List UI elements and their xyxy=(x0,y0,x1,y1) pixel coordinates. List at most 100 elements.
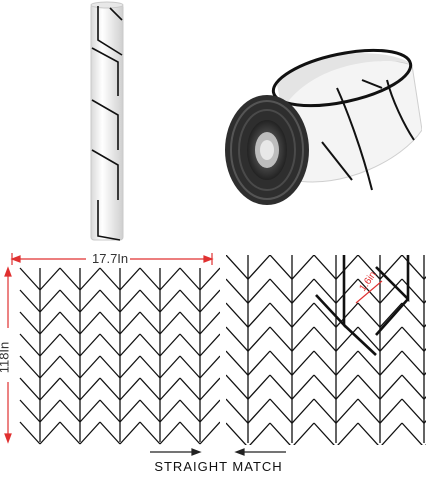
pattern-branch xyxy=(335,302,359,328)
standing-wallpaper-roll xyxy=(90,1,124,241)
pattern-branch xyxy=(159,377,181,401)
pattern-branch xyxy=(226,422,247,445)
width-dimension-label: 17.7In xyxy=(92,251,129,266)
pattern-branch xyxy=(59,267,81,291)
pattern-branch xyxy=(335,278,359,304)
pattern-branch xyxy=(379,326,403,352)
pattern-branch xyxy=(99,311,121,335)
pattern-branch xyxy=(226,350,249,376)
pattern-branch xyxy=(99,355,121,379)
pattern-branch xyxy=(19,377,41,401)
pattern-branch xyxy=(39,311,61,335)
pattern-branch xyxy=(226,326,249,352)
pattern-branch xyxy=(357,398,381,424)
pattern-branch xyxy=(159,355,181,379)
pattern-branch xyxy=(269,255,293,280)
pattern-branch xyxy=(357,302,381,328)
pattern-branch xyxy=(159,333,181,357)
pattern-branch xyxy=(79,399,101,423)
pattern-branch xyxy=(249,422,271,445)
pattern-branch xyxy=(291,255,315,280)
pattern-branch xyxy=(357,350,381,376)
pattern-branch xyxy=(159,267,181,291)
pattern-branch xyxy=(139,421,161,445)
pattern-branch xyxy=(19,421,41,445)
pattern-branch xyxy=(379,374,403,400)
pattern-branch xyxy=(291,374,315,400)
pattern-branch xyxy=(79,267,101,291)
pattern-branch xyxy=(401,350,425,376)
pattern-branch xyxy=(199,421,220,445)
pattern-branch xyxy=(226,374,249,400)
pattern-branch xyxy=(59,289,81,313)
pattern-branch xyxy=(401,422,423,445)
pattern-branch xyxy=(39,289,61,313)
pattern-branch xyxy=(99,333,121,357)
pattern-branch xyxy=(99,421,121,445)
match-arrows xyxy=(150,448,286,456)
pattern-branch xyxy=(159,289,181,313)
straight-match-caption: STRAIGHT MATCH xyxy=(154,459,283,474)
pattern-branch xyxy=(199,377,220,401)
rolled-wallpaper-closeup xyxy=(225,48,422,205)
pattern-branch xyxy=(19,333,41,357)
pattern-branch xyxy=(159,399,181,423)
pattern-branch xyxy=(159,421,181,445)
pattern-branch xyxy=(119,399,141,423)
pattern-branch xyxy=(99,267,121,291)
pattern-branch xyxy=(119,267,141,291)
pattern-branch xyxy=(357,255,381,280)
pattern-branch xyxy=(99,399,121,423)
pattern-branch xyxy=(335,255,359,280)
pattern-branch xyxy=(335,398,359,424)
pattern-branch xyxy=(39,333,61,357)
pattern-branch xyxy=(379,350,403,376)
pattern-panel-right xyxy=(226,255,426,445)
pattern-branch xyxy=(401,326,425,352)
pattern-branch xyxy=(19,267,41,291)
pattern-branch xyxy=(247,350,271,376)
pattern-branch xyxy=(357,278,381,304)
pattern-branch xyxy=(379,302,403,328)
pattern-branch xyxy=(269,302,293,328)
pattern-branch xyxy=(59,421,81,445)
pattern-branch xyxy=(119,377,141,401)
pattern-branch xyxy=(59,399,81,423)
pattern-branch xyxy=(179,377,201,401)
pattern-branch xyxy=(139,267,161,291)
pattern-branch xyxy=(39,421,61,445)
pattern-branch xyxy=(291,326,315,352)
pattern-branch xyxy=(199,399,220,423)
pattern-branch xyxy=(313,326,337,352)
pattern-branch xyxy=(159,311,181,335)
pattern-branch xyxy=(269,374,293,400)
pattern-branch xyxy=(139,355,161,379)
pattern-branch xyxy=(291,302,315,328)
pattern-branch xyxy=(247,326,271,352)
pattern-branch xyxy=(39,399,61,423)
pattern-branch xyxy=(335,374,359,400)
pattern-branch xyxy=(247,398,271,424)
pattern-branch xyxy=(199,267,220,291)
pattern-branch xyxy=(39,355,61,379)
pattern-branch xyxy=(226,255,249,280)
pattern-branch xyxy=(119,355,141,379)
pattern-branch xyxy=(337,422,359,445)
pattern-branch xyxy=(313,278,337,304)
pattern-branch xyxy=(59,311,81,335)
pattern-branch xyxy=(226,302,249,328)
pattern-branch xyxy=(99,377,121,401)
pattern-branch xyxy=(179,421,201,445)
pattern-branch xyxy=(19,355,41,379)
pattern-branch xyxy=(381,422,403,445)
height-dimension-label: 118In xyxy=(0,341,12,374)
pattern-branch xyxy=(357,326,381,352)
pattern-branch xyxy=(247,278,271,304)
pattern-branch xyxy=(199,333,220,357)
pattern-branch xyxy=(401,398,425,424)
pattern-branch xyxy=(139,377,161,401)
pattern-branch xyxy=(59,377,81,401)
pattern-branch xyxy=(39,267,61,291)
pattern-branch xyxy=(269,398,293,424)
pattern-branch xyxy=(401,278,425,304)
